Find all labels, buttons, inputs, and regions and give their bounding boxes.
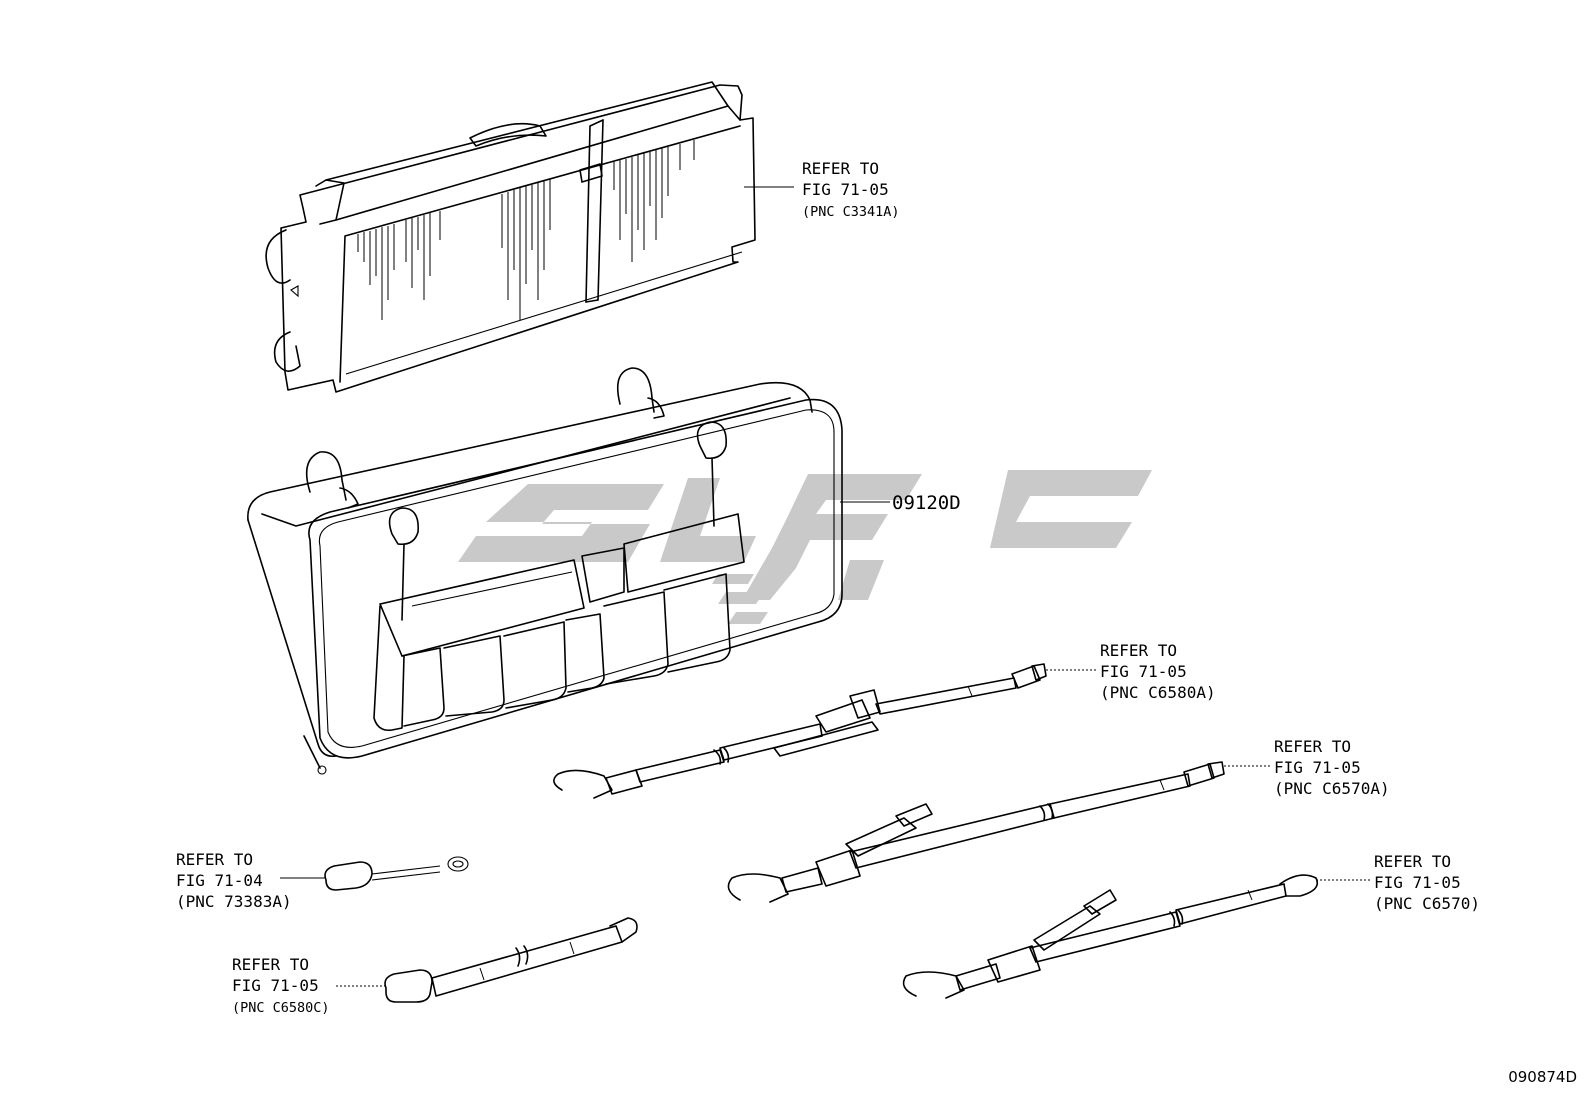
callout-cable-line2: FIG 71-04 xyxy=(176,871,263,890)
callout-strap1: REFER TO FIG 71-05 (PNC C6580A) xyxy=(1100,641,1216,702)
callout-panel: REFER TO FIG 71-05 (PNC C3341A) xyxy=(802,159,900,220)
short-strap-c6580c xyxy=(384,917,638,1003)
callout-short-strap: REFER TO FIG 71-05 (PNC C6580C) xyxy=(232,955,330,1016)
cable-73383a xyxy=(324,856,469,891)
callout-strap2-line2: FIG 71-05 xyxy=(1274,758,1361,777)
watermark-logo xyxy=(458,470,1152,624)
callout-strap1-line3: (PNC C6580A) xyxy=(1100,683,1216,702)
callout-short-strap-line1: REFER TO xyxy=(232,955,309,974)
callout-strap1-line1: REFER TO xyxy=(1100,641,1177,660)
callout-short-strap-line3: (PNC C6580C) xyxy=(232,1000,330,1016)
panel-hatching xyxy=(357,140,695,320)
callout-panel-line1: REFER TO xyxy=(802,159,879,178)
callout-strap2: REFER TO FIG 71-05 (PNC C6570A) xyxy=(1274,737,1390,798)
ratchet-strap-c6580a xyxy=(553,663,1047,799)
callout-short-strap-line2: FIG 71-05 xyxy=(232,976,319,995)
callout-strap1-line2: FIG 71-05 xyxy=(1100,662,1187,681)
callout-strap3-line1: REFER TO xyxy=(1374,852,1451,871)
storage-bag-09120D xyxy=(247,367,843,775)
callout-panel-line2: FIG 71-05 xyxy=(802,180,889,199)
callout-cable-line3: (PNC 73383A) xyxy=(176,892,292,911)
callout-strap3-line2: FIG 71-05 xyxy=(1374,873,1461,892)
figure-id: 090874D xyxy=(1508,1068,1577,1086)
ratchet-strap-c6570a xyxy=(727,761,1225,903)
leader-lines xyxy=(280,186,1370,987)
callout-strap3: REFER TO FIG 71-05 (PNC C6570) xyxy=(1374,852,1480,913)
seat-back-panel xyxy=(265,81,756,393)
callout-cable-line1: REFER TO xyxy=(176,850,253,869)
callout-strap2-line3: (PNC C6570A) xyxy=(1274,779,1390,798)
callout-panel-line3: (PNC C3341A) xyxy=(802,204,900,220)
callout-strap3-line3: (PNC C6570) xyxy=(1374,894,1480,913)
bag-part-number: 09120D xyxy=(892,492,961,514)
callout-cable: REFER TO FIG 71-04 (PNC 73383A) xyxy=(176,850,292,911)
ratchet-strap-c6570 xyxy=(902,874,1319,999)
callout-strap2-line1: REFER TO xyxy=(1274,737,1351,756)
